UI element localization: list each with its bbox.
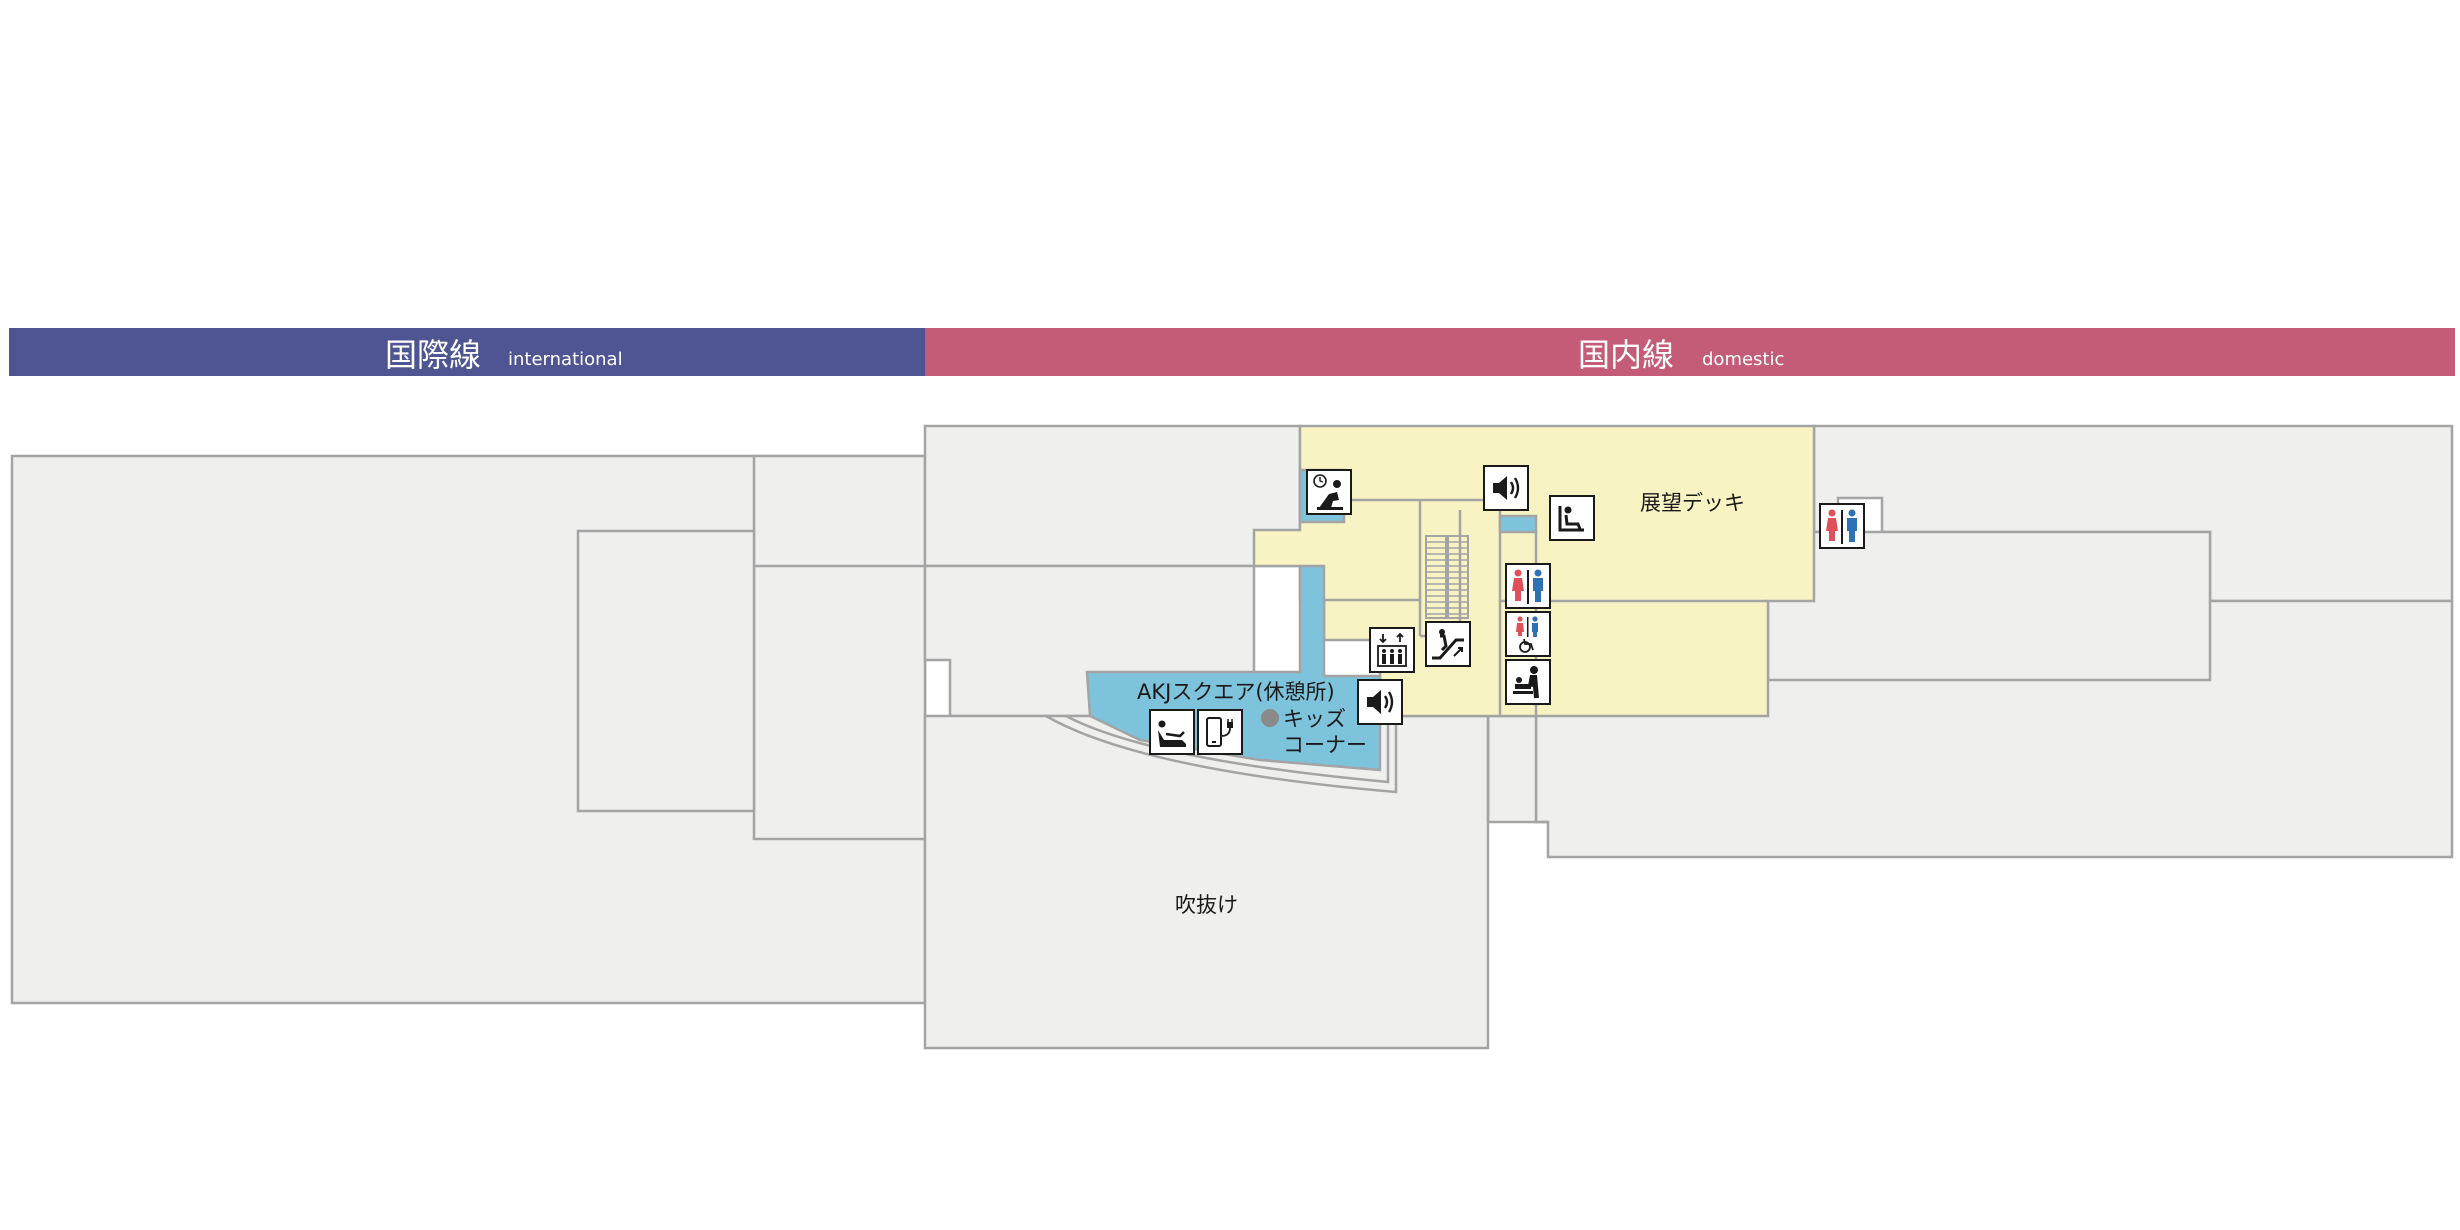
atrium-label: 吹抜け	[1175, 893, 1238, 917]
recliner-icon	[1149, 709, 1195, 755]
multipurpose-restroom-icon	[1505, 611, 1551, 657]
international-label-en: international	[508, 349, 623, 370]
restroom-icon	[1505, 563, 1551, 609]
akj-square-label: AKJスクエア(休憩所)	[1137, 680, 1335, 704]
atrium-area	[923, 714, 1490, 1050]
charging-icon	[1197, 709, 1243, 755]
baby-care-icon	[1505, 659, 1551, 705]
stairs	[1425, 535, 1469, 619]
speaker-icon	[1483, 465, 1529, 511]
kids-corner-label-1: キッズ	[1283, 707, 1346, 731]
domestic-corridor	[1486, 714, 1538, 824]
domestic-label-en: domestic	[1702, 349, 1784, 370]
elevator-icon	[1369, 627, 1415, 673]
domestic-block-right-inner	[1766, 530, 2212, 682]
speaker-icon	[1357, 679, 1403, 725]
escalator-icon	[1425, 621, 1471, 667]
lounge-curve-outer	[1045, 714, 1398, 794]
international-label-ja: 国際線	[385, 336, 481, 374]
kids-corner-label-2: コーナー	[1283, 733, 1367, 757]
lounge-curve-mid	[1065, 714, 1390, 784]
international-block-a	[576, 529, 756, 813]
domestic-block-upper-left	[923, 424, 1302, 568]
observation-deck-label: 展望デッキ	[1640, 491, 1745, 515]
international-bar	[9, 328, 925, 376]
clock-seat-icon	[1306, 469, 1352, 515]
lounge-small-right	[1498, 514, 1538, 534]
domestic-label-ja: 国内線	[1578, 336, 1674, 374]
restroom-icon	[1819, 503, 1865, 549]
massage-chair-icon	[1549, 495, 1595, 541]
international-block-b	[752, 454, 927, 841]
kids-corner-marker	[1261, 709, 1279, 727]
domestic-bar	[925, 328, 2455, 376]
